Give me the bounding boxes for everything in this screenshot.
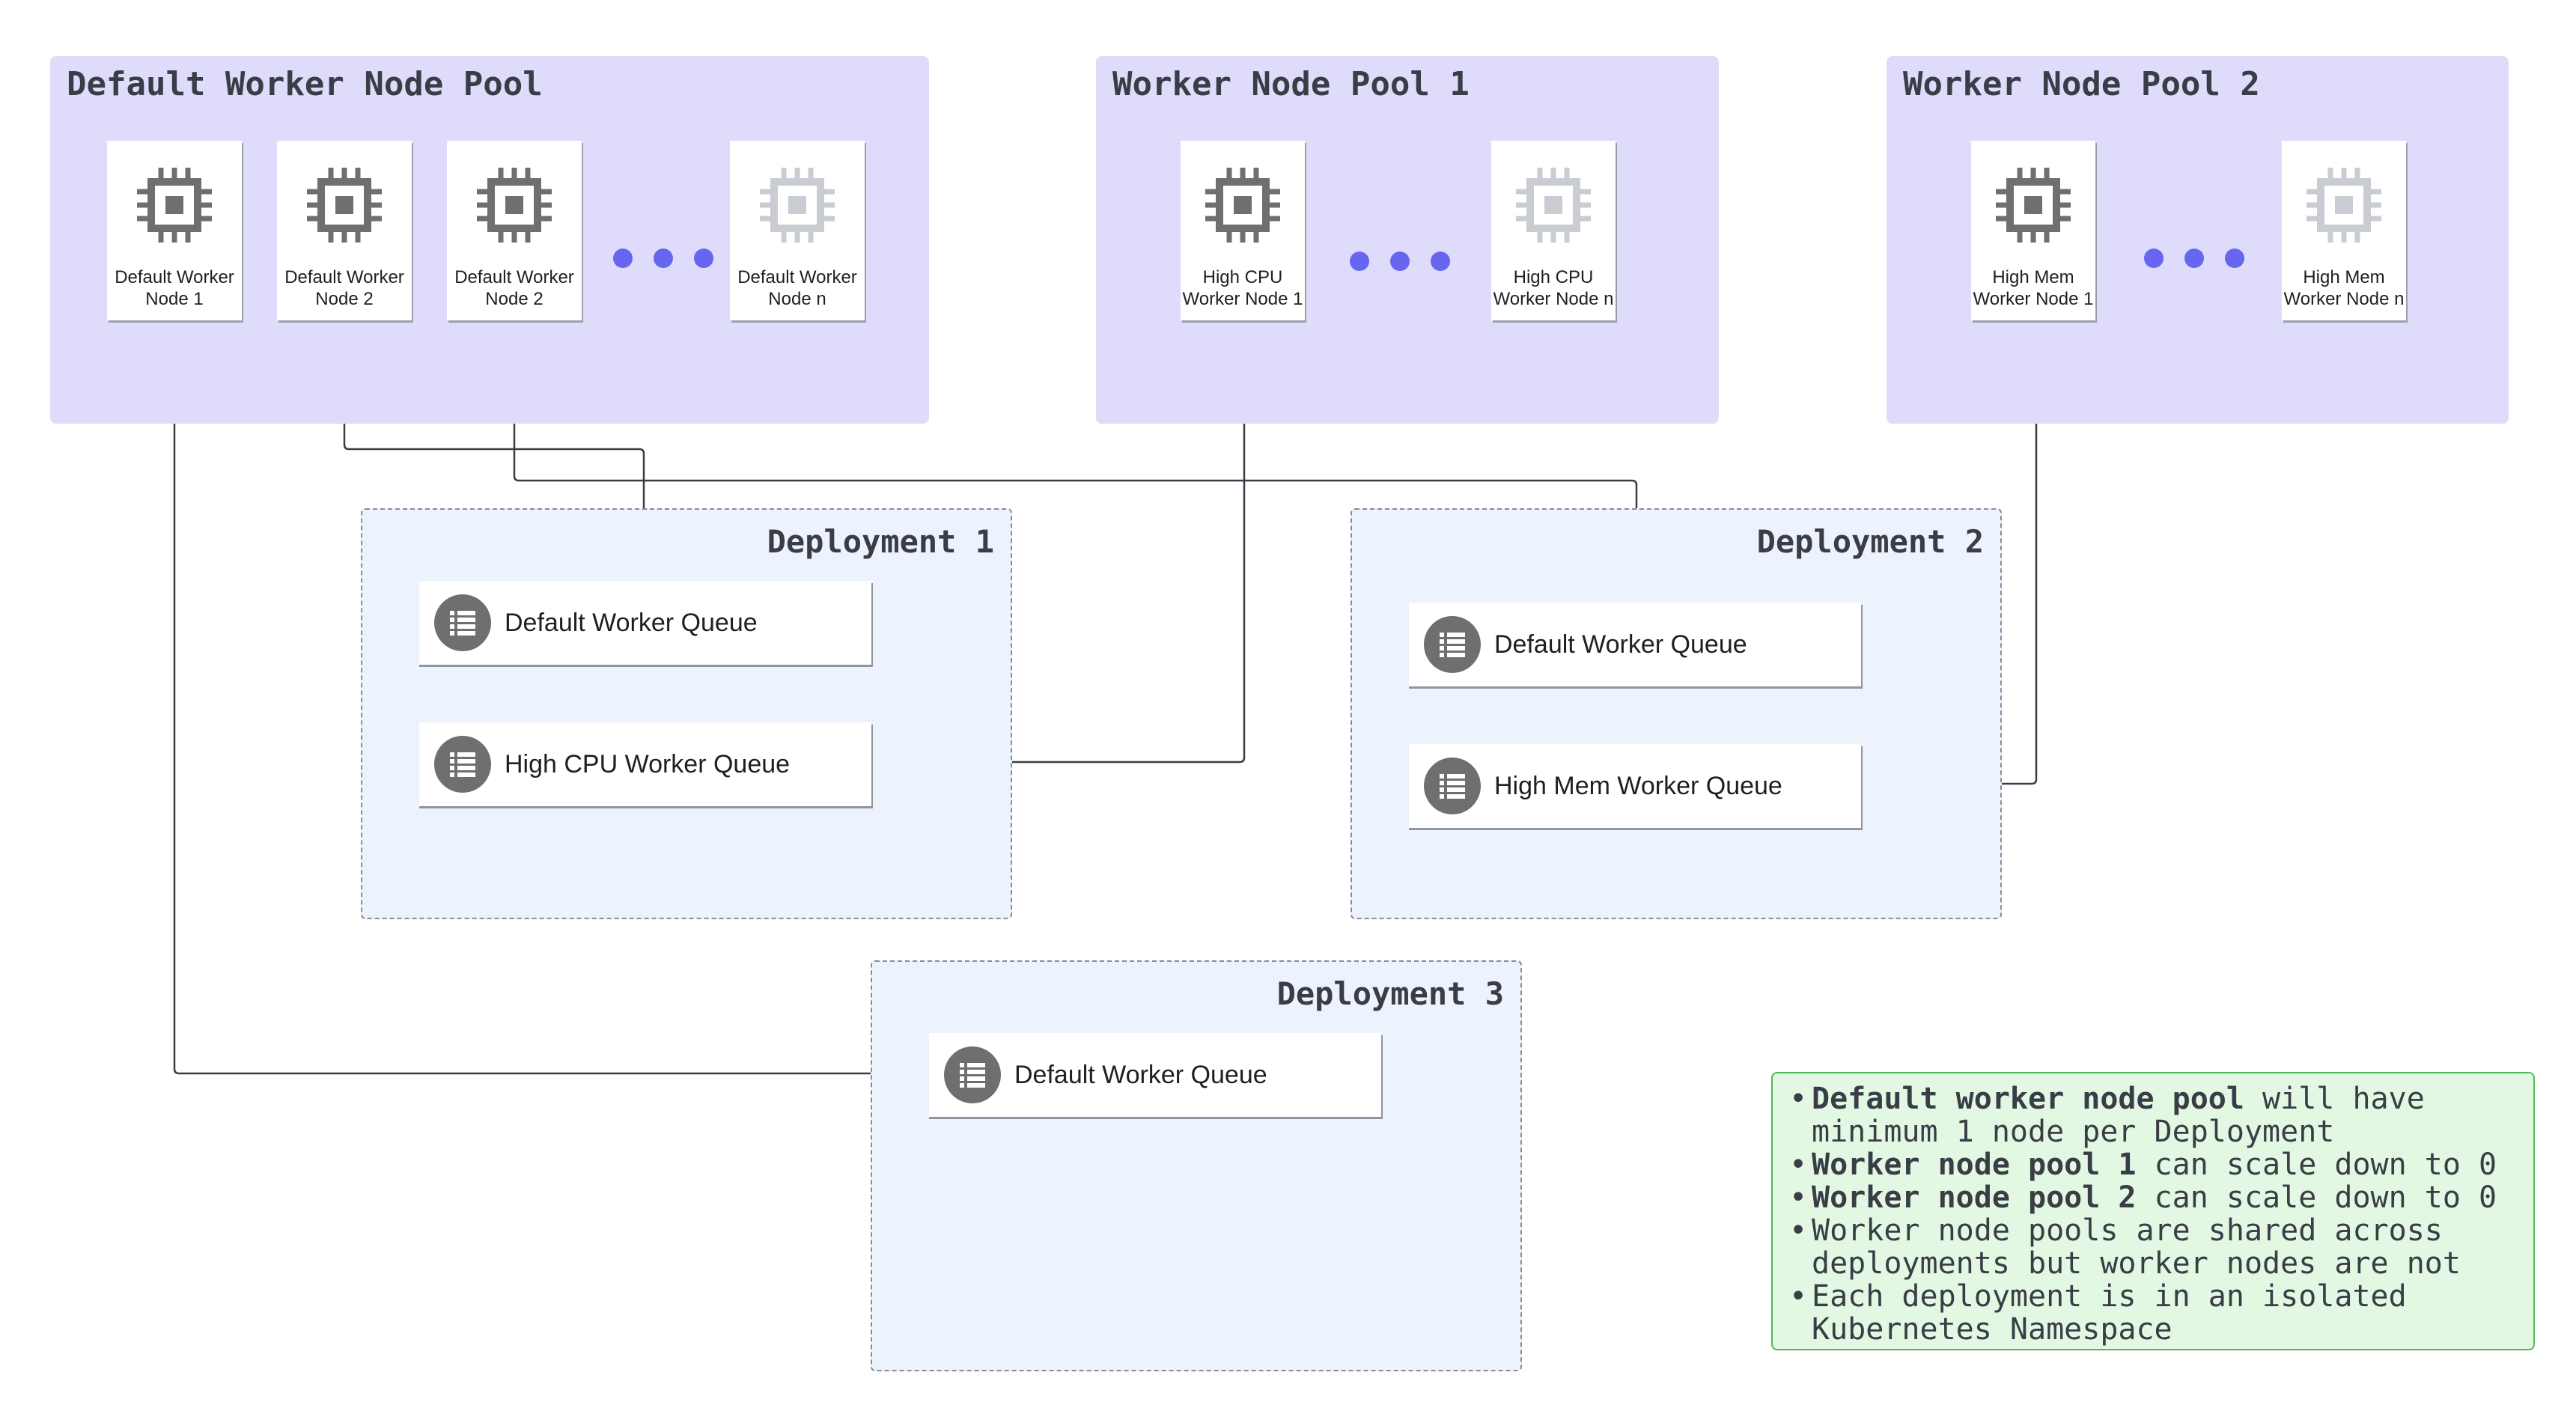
ellipsis-dot (2225, 249, 2244, 268)
worker-node[interactable]: High Mem Worker Node 1 (1971, 141, 2095, 320)
deployment-title: Deployment 3 (1276, 975, 1504, 1012)
note-text: Each deployment is in an isolated Kubern… (1812, 1279, 2407, 1347)
worker-node-label: High Mem Worker Node 1 (1973, 267, 2094, 309)
worker-node-placeholder[interactable]: High Mem Worker Node n (2282, 141, 2406, 320)
worker-node-placeholder[interactable]: High CPU Worker Node n (1491, 141, 1616, 320)
queue-list-icon (434, 736, 491, 793)
pool-title: Default Worker Node Pool (67, 65, 543, 103)
cpu-chip-faded-icon (2306, 168, 2381, 243)
cpu-chip-icon (307, 168, 382, 243)
note-item: Worker node pool 2 can scale down to 0 (1789, 1181, 2526, 1214)
note-text: will have minimum 1 node per Deployment (1812, 1082, 2425, 1149)
pool-default: Default Worker Node Pool Default Worker … (50, 56, 929, 424)
cpu-chip-faded-icon (1516, 168, 1591, 243)
note-item: Default worker node pool will have minim… (1789, 1082, 2526, 1148)
queue-list-icon (434, 594, 491, 651)
note-text: Worker node pools are shared across depl… (1812, 1213, 2461, 1281)
worker-queue-label: High CPU Worker Queue (505, 750, 791, 778)
connector-default-node-1-to-deployment-3-default-queue (173, 323, 925, 1075)
note-text: can scale down to 0 (2136, 1180, 2497, 1215)
ellipsis-dot (2144, 249, 2164, 268)
pool-title: Worker Node Pool 2 (1903, 65, 2260, 103)
cpu-chip-icon (1205, 168, 1280, 243)
note-text: can scale down to 0 (2136, 1148, 2497, 1182)
worker-node-label: High CPU Worker Node n (1493, 267, 1614, 309)
worker-queue[interactable]: Default Worker Queue (929, 1033, 1381, 1117)
note-item: Worker node pools are shared across depl… (1789, 1214, 2526, 1280)
worker-node[interactable]: Default Worker Node 2 (277, 141, 412, 320)
worker-node-label: High CPU Worker Node 1 (1182, 267, 1303, 309)
deployment-1: Deployment 1 Default Worker Queue (361, 508, 1012, 919)
worker-node[interactable]: High CPU Worker Node 1 (1181, 141, 1305, 320)
connector-high-cpu-node-1-to-deployment-1-high-cpu-queue (876, 323, 1246, 764)
note-bold: Worker node pool 2 (1812, 1180, 2137, 1215)
worker-node-label: Default Worker Node 1 (115, 267, 234, 309)
queue-list-icon (1424, 758, 1481, 814)
worker-queue[interactable]: Default Worker Queue (419, 581, 871, 665)
ellipsis-dot (1350, 252, 1369, 271)
queue-list-icon (1424, 616, 1481, 673)
ellipsis-dot (2184, 249, 2204, 268)
worker-queue-label: Default Worker Queue (1014, 1061, 1267, 1089)
pool-1: Worker Node Pool 1 High CPU Worker Node … (1096, 56, 1719, 424)
deployment-title: Deployment 1 (767, 523, 994, 560)
ellipsis-dot (1431, 252, 1450, 271)
connector-default-node-3-to-deployment-2-default-queue (513, 323, 1638, 595)
cpu-chip-icon (137, 168, 212, 243)
worker-node-label: Default Worker Node n (737, 267, 857, 309)
worker-node[interactable]: Default Worker Node 2 (447, 141, 582, 320)
ellipsis-more-nodes-icon (1350, 252, 1450, 271)
worker-node-label: High Mem Worker Node n (2283, 267, 2405, 309)
notes-list: Default worker node pool will have minim… (1789, 1082, 2526, 1346)
worker-node-placeholder[interactable]: Default Worker Node n (730, 141, 865, 320)
note-item: Worker node pool 1 can scale down to 0 (1789, 1148, 2526, 1181)
deployment-2: Deployment 2 Default Worker Queue (1351, 508, 2002, 919)
worker-queue[interactable]: Default Worker Queue (1409, 603, 1861, 686)
deployment-3: Deployment 3 Default Worker Queue (871, 960, 1522, 1371)
worker-queue-label: High Mem Worker Queue (1494, 772, 1782, 800)
worker-queue-label: Default Worker Queue (505, 609, 758, 637)
ellipsis-dot (694, 249, 713, 268)
cpu-chip-icon (477, 168, 552, 243)
queue-list-icon (944, 1046, 1001, 1103)
pool-2: Worker Node Pool 2 High Mem Worker Node … (1887, 56, 2509, 424)
worker-node[interactable]: Default Worker Node 1 (107, 141, 242, 320)
pool-title: Worker Node Pool 1 (1112, 65, 1470, 103)
note-item: Each deployment is in an isolated Kubern… (1789, 1280, 2526, 1346)
notes-box: Default worker node pool will have minim… (1771, 1072, 2535, 1350)
ellipsis-dot (1390, 252, 1410, 271)
worker-node-label: Default Worker Node 2 (454, 267, 574, 309)
cpu-chip-faded-icon (760, 168, 835, 243)
worker-queue[interactable]: High Mem Worker Queue (1409, 744, 1861, 828)
cpu-chip-icon (1996, 168, 2071, 243)
worker-node-label: Default Worker Node 2 (284, 267, 404, 309)
ellipsis-more-nodes-icon (613, 249, 713, 268)
note-bold: Worker node pool 1 (1812, 1148, 2137, 1182)
worker-queue-label: Default Worker Queue (1494, 630, 1747, 659)
deployment-title: Deployment 2 (1756, 523, 1984, 560)
worker-queue[interactable]: High CPU Worker Queue (419, 722, 871, 806)
ellipsis-dot (654, 249, 673, 268)
connector-default-node-2-to-deployment-1-default-queue (343, 323, 645, 573)
connector-high-mem-node-1-to-deployment-2-high-mem-queue (1866, 323, 2038, 785)
ellipsis-dot (613, 249, 633, 268)
note-bold: Default worker node pool (1812, 1082, 2244, 1116)
ellipsis-more-nodes-icon (2144, 249, 2244, 268)
